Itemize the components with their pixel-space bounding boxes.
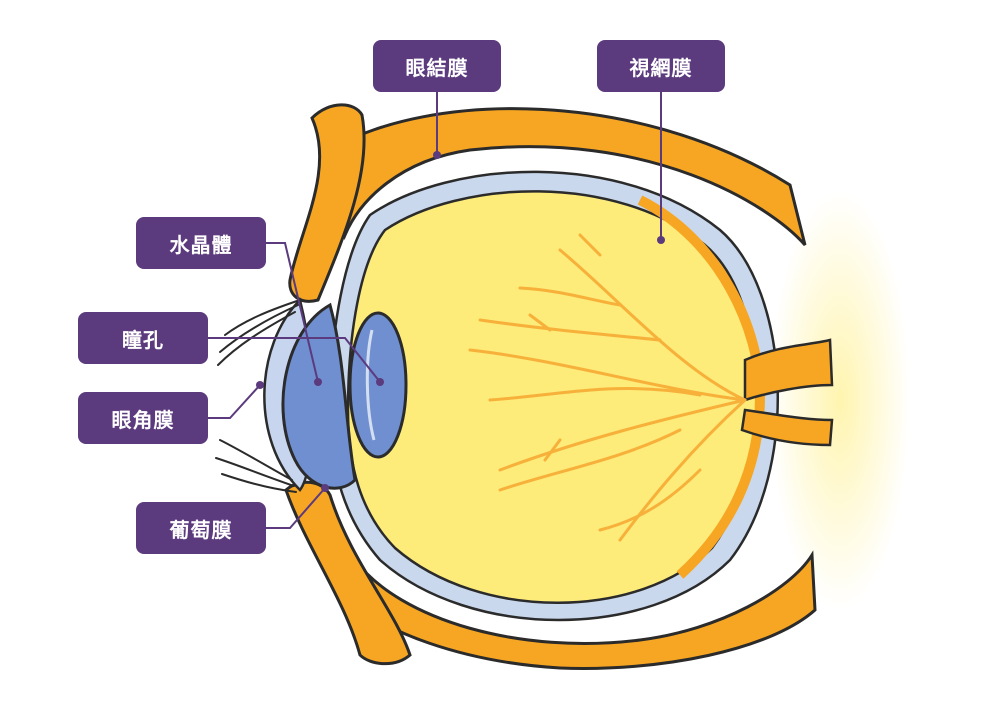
leader-dots <box>256 151 665 492</box>
leader-uvea <box>266 487 326 529</box>
leader-lines <box>208 92 662 529</box>
retinal-vessels <box>468 233 747 542</box>
leader-lens <box>266 242 319 383</box>
label-lens: 水晶體 <box>136 217 266 269</box>
eyelashes <box>215 299 301 493</box>
upper-eyelid <box>288 103 366 303</box>
lower-eyelid <box>284 480 412 666</box>
label-retina: 視網膜 <box>597 40 725 92</box>
label-conjunctiva: 眼結膜 <box>373 40 501 92</box>
vitreous-body <box>346 190 758 604</box>
leader-pupil <box>208 337 381 383</box>
optic-glow <box>770 190 910 610</box>
optic-nerve-bottom <box>740 408 834 447</box>
sclera-top <box>328 107 807 246</box>
leader-cornea <box>208 384 261 419</box>
optic-nerve-top <box>743 338 834 402</box>
label-pupil: 瞳孔 <box>78 312 208 364</box>
label-uvea: 葡萄膜 <box>136 502 266 554</box>
label-cornea: 眼角膜 <box>78 392 208 444</box>
sclera-bottom <box>348 550 817 670</box>
lens-highlight <box>365 329 376 441</box>
